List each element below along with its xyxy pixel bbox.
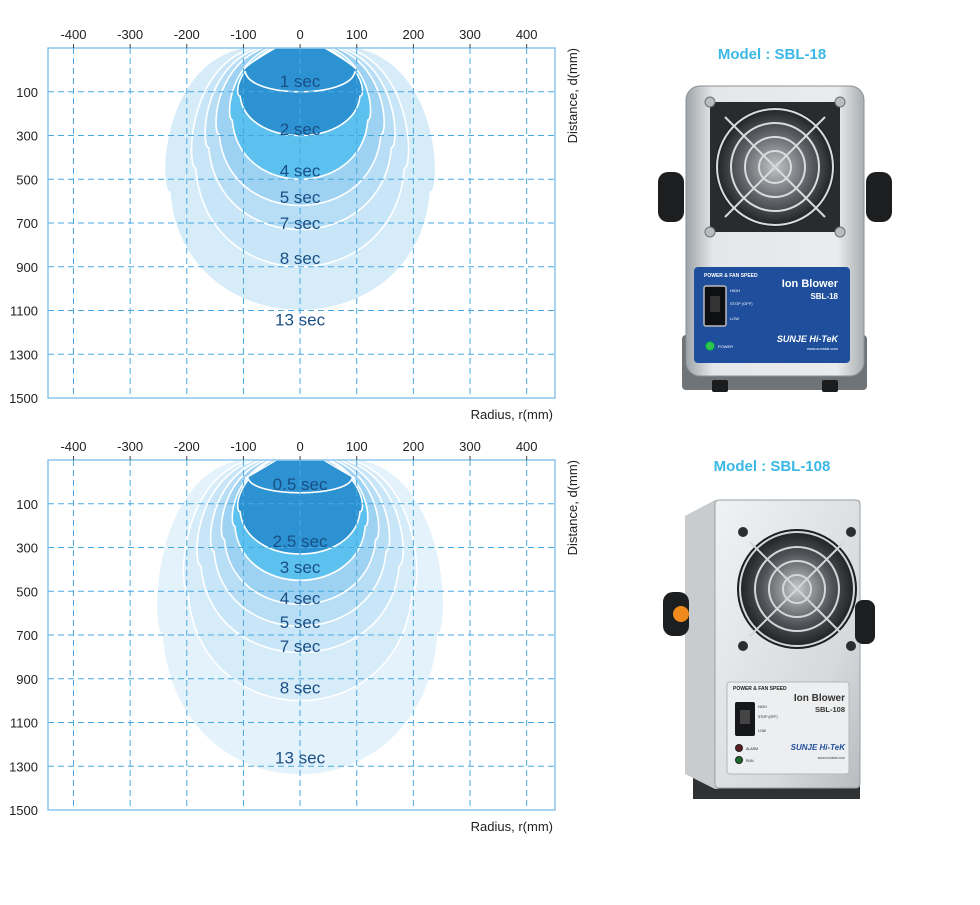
y-tick-label: 900 (16, 260, 38, 275)
x-tick-label: -400 (60, 27, 86, 42)
x-tick-label: -200 (174, 439, 200, 454)
switch-label-high-108: HIGH (758, 705, 767, 709)
y-tick-label: 100 (16, 85, 38, 100)
x-tick-label: 300 (459, 27, 481, 42)
x-axis-label: Radius, r(mm) (471, 819, 553, 834)
x-tick-label: -200 (174, 27, 200, 42)
panel-header-text: POWER & FAN SPEED (704, 273, 758, 279)
x-tick-label: 100 (346, 439, 368, 454)
power-indicator-label: POWER (718, 344, 733, 349)
x-axis-label: Radius, r(mm) (471, 407, 553, 422)
run-indicator-label: RUN (746, 759, 754, 763)
zone-label-13-sec: 13 sec (275, 749, 326, 768)
zone-label-4-sec: 4 sec (280, 162, 321, 181)
x-tick-label: -100 (230, 27, 256, 42)
y-tick-label: 500 (16, 584, 38, 599)
zone-label-7-sec: 7 sec (280, 637, 321, 656)
zone-label-1-sec: 1 sec (280, 72, 321, 91)
y-tick-label: 300 (16, 541, 38, 556)
x-tick-label: 0 (296, 27, 303, 42)
x-tick-label: 300 (459, 439, 481, 454)
brand-logo-108: SUNJE Hi-TeK (791, 743, 847, 752)
y-tick-label: 300 (16, 129, 38, 144)
zone-label-7-sec: 7 sec (280, 214, 321, 233)
y-tick-label: 1500 (9, 391, 38, 406)
brand-logo: SUNJE Hi-TeK (777, 334, 840, 344)
zone-label-2-5-sec: 2.5 sec (273, 532, 328, 551)
zone-label-0-5-sec: 0.5 sec (273, 475, 328, 494)
brand-url-text: www.sunstat.com (807, 346, 839, 351)
zone-label-8-sec: 8 sec (280, 679, 321, 698)
zone-label-3-sec: 3 sec (280, 558, 321, 577)
zone-label-5-sec: 5 sec (280, 188, 321, 207)
grid-lines (48, 48, 555, 398)
zone-label-8-sec: 8 sec (280, 249, 321, 268)
grid-lines (48, 460, 555, 810)
y-tick-label: 1300 (9, 759, 38, 774)
y-tick-label: 700 (16, 216, 38, 231)
x-tick-label: 100 (346, 27, 368, 42)
switch-label-stop-108: STOP (OFF) (758, 715, 778, 719)
ion-blower-sbl-18-image: POWER & FAN SPEED HIGH STOP (OFF) LOW Io… (658, 85, 892, 392)
y-tick-label: 700 (16, 628, 38, 643)
switch-label-stop: STOP (OFF) (730, 301, 753, 306)
x-tick-label: 400 (516, 439, 538, 454)
panel-header-text-108: POWER & FAN SPEED (733, 686, 787, 692)
discharge-time-chart-sbl-18: 13 sec 8 sec 7 sec 5 sec 4 sec 2 sec 1 sec -400… (9, 27, 580, 422)
plot-frame (47, 47, 556, 399)
y-tick-label: 1100 (10, 304, 38, 319)
y-tick-label: 100 (16, 497, 38, 512)
brand-url-text-108: www.sunstat.com (818, 756, 845, 760)
x-tick-label: 0 (296, 439, 303, 454)
discharge-time-chart-sbl-108: 13 sec 8 sec 7 sec 5 sec 4 sec 3 sec 2.5 sec 0.… (9, 439, 580, 834)
product-name-text-108: Ion Blower (794, 693, 845, 704)
model-title-sbl-18: Model : SBL-18 (717, 46, 827, 63)
zone-label-4-sec: 4 sec (280, 589, 321, 608)
y-tick-label: 1100 (10, 716, 38, 731)
model-title-sbl-108: Model : SBL-108 (713, 458, 831, 475)
x-tick-label: -100 (230, 439, 256, 454)
zone-label-2-sec: 2 sec (280, 120, 321, 139)
zone-label-13-sec: 13 sec (275, 310, 326, 329)
x-tick-label: -300 (117, 439, 143, 454)
y-tick-label: 1300 (9, 347, 38, 362)
model-name-text-108: SBL-108 (815, 705, 845, 714)
y-tick-label: 1500 (9, 803, 38, 818)
model-name-text: SBL-18 (810, 292, 838, 301)
x-tick-label: -300 (117, 27, 143, 42)
switch-label-high: HIGH (730, 288, 740, 293)
x-tick-label: -400 (60, 439, 86, 454)
alarm-indicator-label: ALARM (746, 747, 758, 751)
plot-frame (47, 459, 556, 811)
x-tick-label: 400 (516, 27, 538, 42)
switch-label-low-108: LOW (758, 729, 767, 733)
y-axis-label: Distance, d(mm) (565, 48, 580, 143)
y-tick-label: 900 (16, 672, 38, 687)
x-tick-label: 200 (403, 27, 425, 42)
ion-blower-sbl-108-image: POWER & FAN SPEED HIGH STOP (OFF) LOW Io… (663, 499, 875, 799)
product-name-text: Ion Blower (782, 278, 839, 290)
y-axis-label: Distance, d(mm) (565, 460, 580, 555)
x-tick-label: 200 (403, 439, 425, 454)
y-tick-label: 500 (16, 172, 38, 187)
zone-label-5-sec: 5 sec (280, 613, 321, 632)
switch-label-low: LOW (730, 316, 739, 321)
